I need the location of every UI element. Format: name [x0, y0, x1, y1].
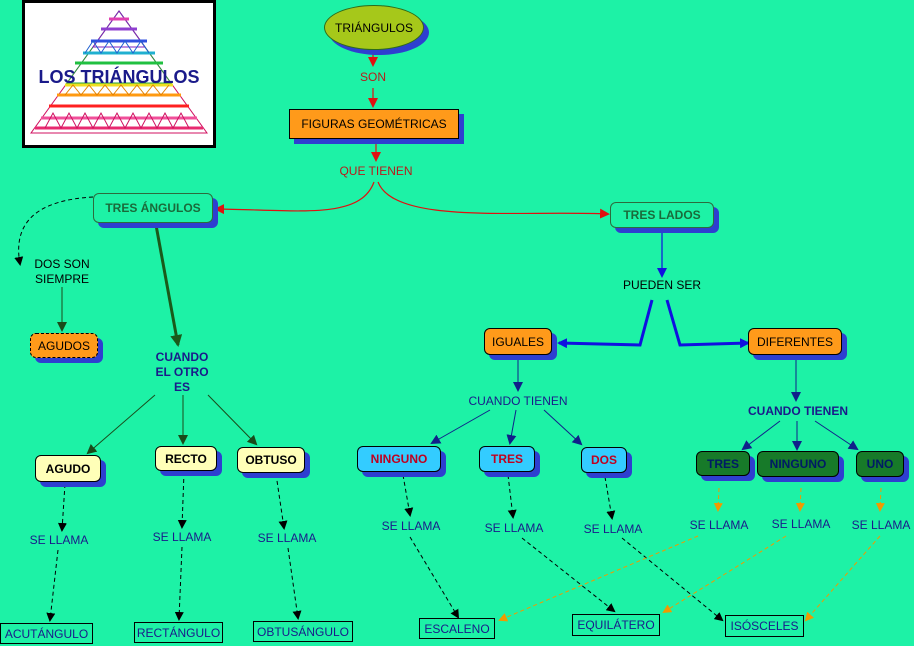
- label-se-llama-ninguno-dif: SE LLAMA: [771, 517, 831, 531]
- node-tres-diferentes[interactable]: TRES: [696, 451, 750, 476]
- label-cuando-tienen-iguales: CUANDO TIENEN: [468, 394, 568, 408]
- node-ninguno-diferentes[interactable]: NINGUNO: [757, 451, 839, 477]
- node-figuras-geometricas[interactable]: FIGURAS GEOMÉTRICAS: [289, 109, 459, 139]
- node-agudo[interactable]: AGUDO: [35, 455, 101, 482]
- result-rectangulo[interactable]: RECTÁNGULO: [134, 622, 223, 643]
- node-dos-iguales[interactable]: DOS: [581, 447, 627, 473]
- result-isosceles[interactable]: ISÓSCELES: [725, 615, 804, 637]
- result-acutangulo[interactable]: ACUTÁNGULO: [0, 623, 93, 644]
- result-escaleno[interactable]: ESCALENO: [419, 618, 495, 639]
- label-se-llama-ninguno: SE LLAMA: [381, 519, 441, 533]
- label-se-llama-agudo: SE LLAMA: [29, 533, 89, 547]
- label-pueden-ser: PUEDEN SER: [622, 278, 702, 292]
- result-obtusangulo[interactable]: OBTUSÁNGULO: [253, 621, 353, 642]
- node-recto[interactable]: RECTO: [155, 446, 217, 471]
- node-tres-angulos[interactable]: TRES ÁNGULOS: [93, 193, 213, 223]
- label-que-tienen: QUE TIENEN: [339, 164, 413, 178]
- label-son: SON: [359, 70, 386, 84]
- label-cuando-el-otro-es: CUANDO EL OTRO ES: [155, 349, 209, 394]
- node-ninguno-iguales[interactable]: NINGUNO: [357, 446, 441, 472]
- result-equilatero[interactable]: EQUILÁTERO: [572, 614, 660, 636]
- node-tres-iguales[interactable]: TRES: [479, 446, 535, 472]
- root-node-triangulos[interactable]: TRIÁNGULOS: [324, 5, 424, 50]
- label-se-llama-uno-dif: SE LLAMA: [851, 518, 911, 532]
- label-cuando-tienen-diferentes: CUANDO TIENEN: [747, 404, 848, 418]
- label-se-llama-tres: SE LLAMA: [484, 521, 544, 535]
- logo-image: LOS TRIÁNGULOS: [22, 0, 216, 148]
- label-dos-son-siempre: DOS SON SIEMPRE: [34, 257, 90, 286]
- label-se-llama-obtuso: SE LLAMA: [257, 531, 317, 545]
- label-se-llama-tres-dif: SE LLAMA: [689, 518, 749, 532]
- pyramid-graphic: [30, 10, 208, 134]
- label-se-llama-recto: SE LLAMA: [152, 530, 212, 544]
- node-obtuso[interactable]: OBTUSO: [237, 447, 305, 473]
- logo-title: LOS TRIÁNGULOS: [38, 67, 200, 87]
- node-iguales[interactable]: IGUALES: [484, 328, 552, 355]
- node-uno-diferentes[interactable]: UNO: [856, 451, 904, 477]
- node-tres-lados[interactable]: TRES LADOS: [610, 202, 714, 228]
- node-diferentes[interactable]: DIFERENTES: [748, 328, 842, 355]
- node-agudos[interactable]: AGUDOS: [30, 333, 98, 358]
- label-se-llama-dos: SE LLAMA: [583, 522, 643, 536]
